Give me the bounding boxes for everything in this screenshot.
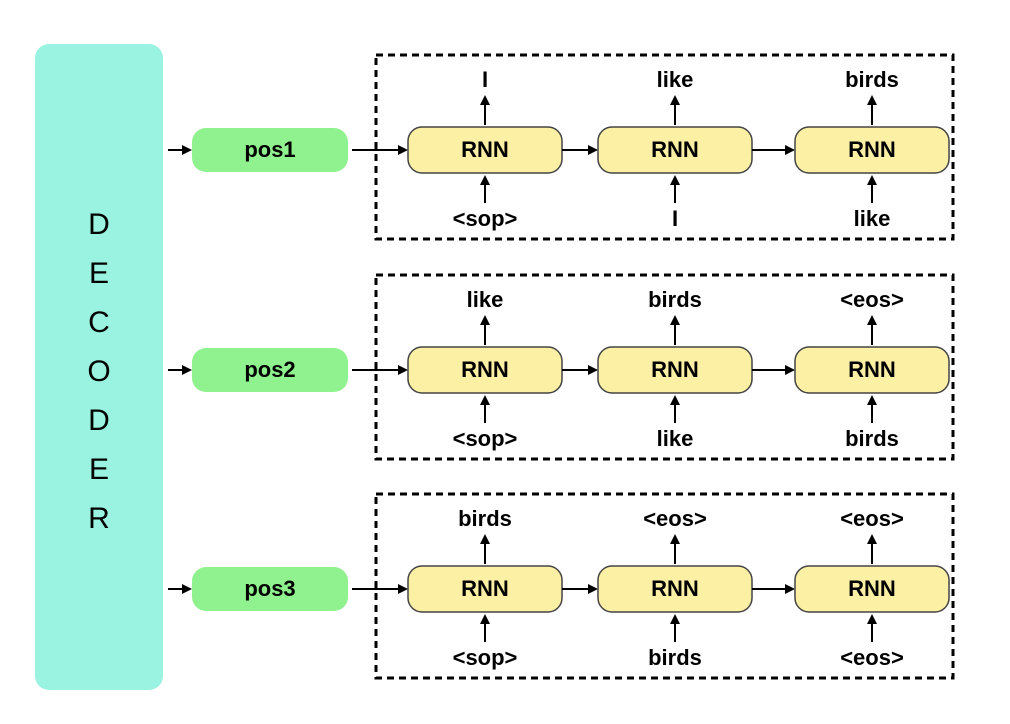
rnn-cell: RNN birds like [794,67,950,231]
input-token: <sop> [453,206,518,231]
input-token: I [672,206,678,231]
input-token: birds [845,426,899,451]
rnn-label: RNN [651,137,699,162]
input-token: <eos> [840,645,904,670]
rnn-cell: RNN birds like [597,287,753,451]
rnn-label: RNN [461,576,509,601]
input-token: birds [648,645,702,670]
pos-label: pos2 [244,357,295,382]
pos-node [192,348,348,392]
rnn-cell: RNN I <sop> [407,67,563,231]
output-token: <eos> [840,506,904,531]
rnn-box [794,346,950,394]
pos-label: pos1 [244,137,295,162]
decoder-letter: O [87,355,110,388]
rnn-sequence-frame [374,53,955,241]
decoder-letter: E [89,257,109,290]
rnn-cell: RNN <eos> birds [597,506,753,670]
decoder-letter: E [89,453,109,486]
output-token: I [482,67,488,92]
rnn-label: RNN [651,576,699,601]
output-token: <eos> [643,506,707,531]
rnn-cell: RNN birds <sop> [407,506,563,670]
decoder-letter: R [88,502,110,535]
output-token: like [657,67,694,92]
pos-node [192,128,348,172]
rnn-label: RNN [461,137,509,162]
decoder-letter: C [88,306,110,339]
pos-node [192,567,348,611]
pos-label: pos3 [244,576,295,601]
rnn-box [794,565,950,613]
rnn-sequence-frame [374,273,955,461]
rnn-label: RNN [848,137,896,162]
rnn-label: RNN [848,357,896,382]
rnn-sequence-frame [374,492,955,680]
rnn-label: RNN [461,357,509,382]
input-token: <sop> [453,426,518,451]
rnn-label: RNN [651,357,699,382]
rnn-label: RNN [848,576,896,601]
rnn-cell: RNN like <sop> [407,287,563,451]
rnn-cell: RNN <eos> <eos> [794,506,950,670]
rnn-cell: RNN <eos> birds [794,287,950,451]
output-token: birds [648,287,702,312]
decoder-letter: D [88,404,110,437]
input-token: like [854,206,891,231]
input-token: like [657,426,694,451]
output-token: <eos> [840,287,904,312]
output-token: birds [458,506,512,531]
decoder-block [35,44,163,690]
output-token: birds [845,67,899,92]
input-token: <sop> [453,645,518,670]
rnn-box [794,126,950,174]
output-token: like [467,287,504,312]
decoder-letter: D [88,208,110,241]
